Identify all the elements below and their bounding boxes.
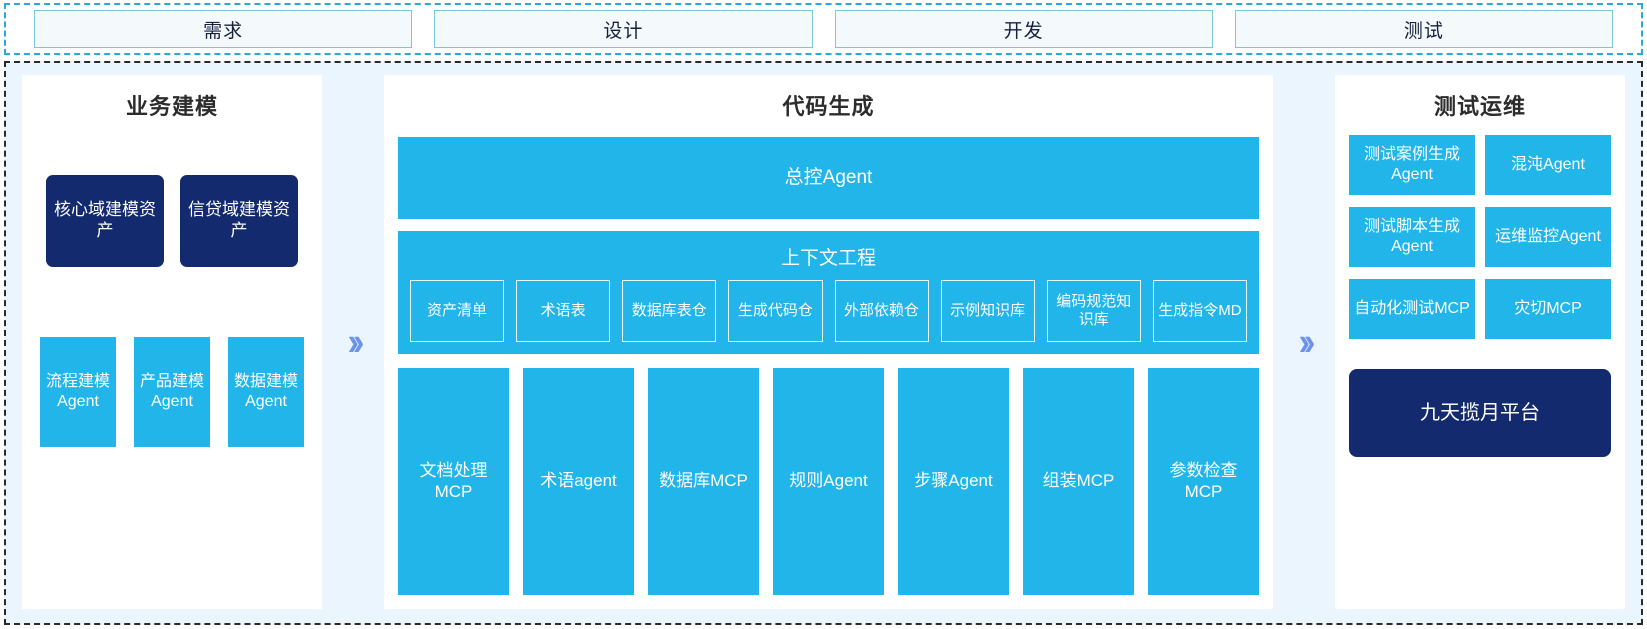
business-agent-group: 流程建模Agent 产品建模Agent 数据建模Agent — [36, 337, 308, 447]
agent-card-data-modeling[interactable]: 数据建模Agent — [228, 337, 304, 447]
platform-card-jiutian-lanyue[interactable]: 九天揽月平台 — [1349, 369, 1611, 457]
agent-card-product-modeling[interactable]: 产品建模Agent — [134, 337, 210, 447]
asset-card-credit-domain[interactable]: 信贷域建模资产 — [180, 175, 298, 267]
tool-card-rule-agent[interactable]: 规则Agent — [773, 368, 884, 595]
panel-code-generation: 代码生成 总控Agent 上下文工程 资产清单 术语表 数据库表仓 生成代码仓 … — [384, 75, 1273, 609]
card-chaos-agent[interactable]: 混沌Agent — [1485, 135, 1611, 195]
panel-test-operations: 测试运维 测试案例生成Agent 混沌Agent 测试脚本生成Agent 运维监… — [1335, 75, 1625, 609]
panel-title-code-generation: 代码生成 — [782, 94, 875, 119]
code-generation-body: 总控Agent 上下文工程 资产清单 术语表 数据库表仓 生成代码仓 外部依赖仓… — [398, 127, 1259, 595]
tool-card-parameter-check-mcp[interactable]: 参数检查MCP — [1148, 368, 1259, 595]
double-chevron-right-icon: ›› — [1298, 320, 1315, 364]
context-item-generation-instruction-md[interactable]: 生成指令MD — [1152, 280, 1247, 342]
panel-title-business-modeling: 业务建模 — [125, 94, 218, 119]
flow-arrow-right: ›› — [1273, 75, 1335, 609]
panel-title-test-operations: 测试运维 — [1433, 94, 1526, 119]
context-item-coding-standard-knowledge-base[interactable]: 编码规范知识库 — [1046, 280, 1141, 342]
card-ops-monitoring-agent[interactable]: 运维监控Agent — [1485, 207, 1611, 267]
context-item-example-knowledge-base[interactable]: 示例知识库 — [940, 280, 1035, 342]
test-operations-body: 测试案例生成Agent 混沌Agent 测试脚本生成Agent 运维监控Agen… — [1349, 127, 1611, 595]
tool-card-row: 文档处理MCP 术语agent 数据库MCP 规则Agent 步骤Agent 组… — [398, 368, 1259, 595]
phase-strip: 需求 设计 开发 测试 — [4, 3, 1643, 55]
context-engineering-title: 上下文工程 — [780, 248, 876, 269]
master-agent-bar[interactable]: 总控Agent — [398, 137, 1259, 219]
context-item-glossary[interactable]: 术语表 — [516, 280, 611, 342]
context-engineering-block: 上下文工程 资产清单 术语表 数据库表仓 生成代码仓 外部依赖仓 示例知识库 编… — [398, 231, 1259, 354]
context-item-asset-inventory[interactable]: 资产清单 — [410, 280, 505, 342]
context-item-list: 资产清单 术语表 数据库表仓 生成代码仓 外部依赖仓 示例知识库 编码规范知识库… — [410, 280, 1247, 342]
phase-tab-requirements[interactable]: 需求 — [34, 10, 413, 48]
panel-business-modeling: 业务建模 核心域建模资产 信贷域建模资产 流程建模Agent 产品建模Agent… — [22, 75, 322, 609]
phase-tab-testing[interactable]: 测试 — [1234, 10, 1613, 48]
flow-arrow-left: ›› — [322, 75, 384, 609]
card-test-case-generation-agent[interactable]: 测试案例生成Agent — [1349, 135, 1475, 195]
tool-card-glossary-agent[interactable]: 术语agent — [523, 368, 634, 595]
double-chevron-right-icon: ›› — [347, 320, 364, 364]
phase-tab-design[interactable]: 设计 — [434, 10, 813, 48]
context-item-generated-code-repo[interactable]: 生成代码仓 — [728, 280, 823, 342]
context-item-db-table-repo[interactable]: 数据库表仓 — [622, 280, 717, 342]
context-item-external-dependency-repo[interactable]: 外部依赖仓 — [834, 280, 929, 342]
business-modeling-body: 核心域建模资产 信贷域建模资产 流程建模Agent 产品建模Agent 数据建模… — [36, 127, 308, 595]
business-asset-group: 核心域建模资产 信贷域建模资产 — [36, 175, 308, 267]
agent-card-process-modeling[interactable]: 流程建模Agent — [40, 337, 116, 447]
card-test-script-generation-agent[interactable]: 测试脚本生成Agent — [1349, 207, 1475, 267]
card-disaster-switch-mcp[interactable]: 灾切MCP — [1485, 279, 1611, 339]
tool-card-document-processing-mcp[interactable]: 文档处理MCP — [398, 368, 509, 595]
tool-card-step-agent[interactable]: 步骤Agent — [898, 368, 1009, 595]
phase-tab-development[interactable]: 开发 — [834, 10, 1213, 48]
asset-card-core-domain[interactable]: 核心域建模资产 — [46, 175, 164, 267]
test-operations-card-grid: 测试案例生成Agent 混沌Agent 测试脚本生成Agent 运维监控Agen… — [1349, 135, 1611, 339]
tool-card-database-mcp[interactable]: 数据库MCP — [648, 368, 759, 595]
tool-card-assembly-mcp[interactable]: 组装MCP — [1023, 368, 1134, 595]
card-automated-test-mcp[interactable]: 自动化测试MCP — [1349, 279, 1475, 339]
pipeline-frame: 业务建模 核心域建模资产 信贷域建模资产 流程建模Agent 产品建模Agent… — [4, 61, 1643, 625]
